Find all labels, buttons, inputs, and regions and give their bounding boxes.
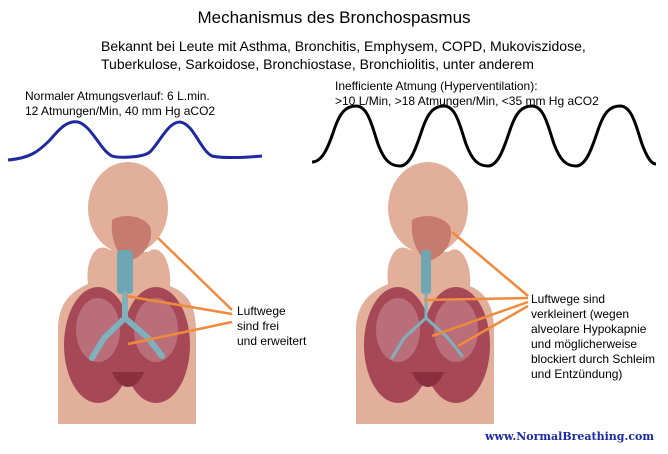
open-airways-label-line: und erweitert bbox=[237, 334, 307, 348]
normal-breathing-note-2: 12 Atmungen/Min, 40 mm Hg aCO2 bbox=[25, 104, 216, 118]
normal-breathing-wave bbox=[7, 120, 263, 162]
left-torso bbox=[58, 162, 196, 424]
hyperventilation-note-2: >10 L/Min, >18 Atmungen/Min, <35 mm Hg a… bbox=[335, 94, 599, 108]
diagram-title: Mechanismus des Bronchospasmus bbox=[197, 8, 471, 27]
open-airways-label: Luftwege sind frei und erweitert bbox=[237, 304, 306, 349]
narrowed-airways-label-line: Luftwege sind bbox=[531, 292, 606, 306]
normal-breathing-note-1: Normaler Atmungsverlauf: 6 L.min. bbox=[25, 89, 210, 103]
right-arrows bbox=[423, 231, 529, 348]
narrowed-airways-label-line: blockiert durch Schleim bbox=[531, 352, 656, 366]
narrowed-airways-label-line: alveolare Hypokapnie bbox=[531, 322, 647, 336]
narrowed-airways-label-line: und möglicherweise bbox=[531, 337, 638, 351]
open-airways-label-line: Luftwege bbox=[237, 304, 286, 318]
footer-website-link[interactable]: www.NormalBreathing.com bbox=[485, 430, 654, 443]
narrowed-airways-label-line: und Entzündung) bbox=[531, 367, 623, 381]
subtitle-line-2: Tuberkulose, Sarkoidose, Bronchiostase, … bbox=[101, 56, 534, 72]
narrowed-airways-label-line: verkleinert (wegen bbox=[531, 307, 630, 321]
hyperventilation-wave bbox=[311, 104, 657, 168]
right-torso bbox=[356, 162, 494, 424]
narrowed-airways-label: Luftwege sind verkleinert (wegen alveola… bbox=[531, 292, 655, 382]
left-arrows bbox=[125, 237, 233, 346]
subtitle-line-1: Bekannt bei Leute mit Asthma, Bronchitis… bbox=[101, 38, 586, 54]
open-airways-label-line: sind frei bbox=[237, 319, 280, 333]
hyperventilation-note-1: Inefficiente Atmung (Hyperventilation): bbox=[335, 79, 538, 93]
